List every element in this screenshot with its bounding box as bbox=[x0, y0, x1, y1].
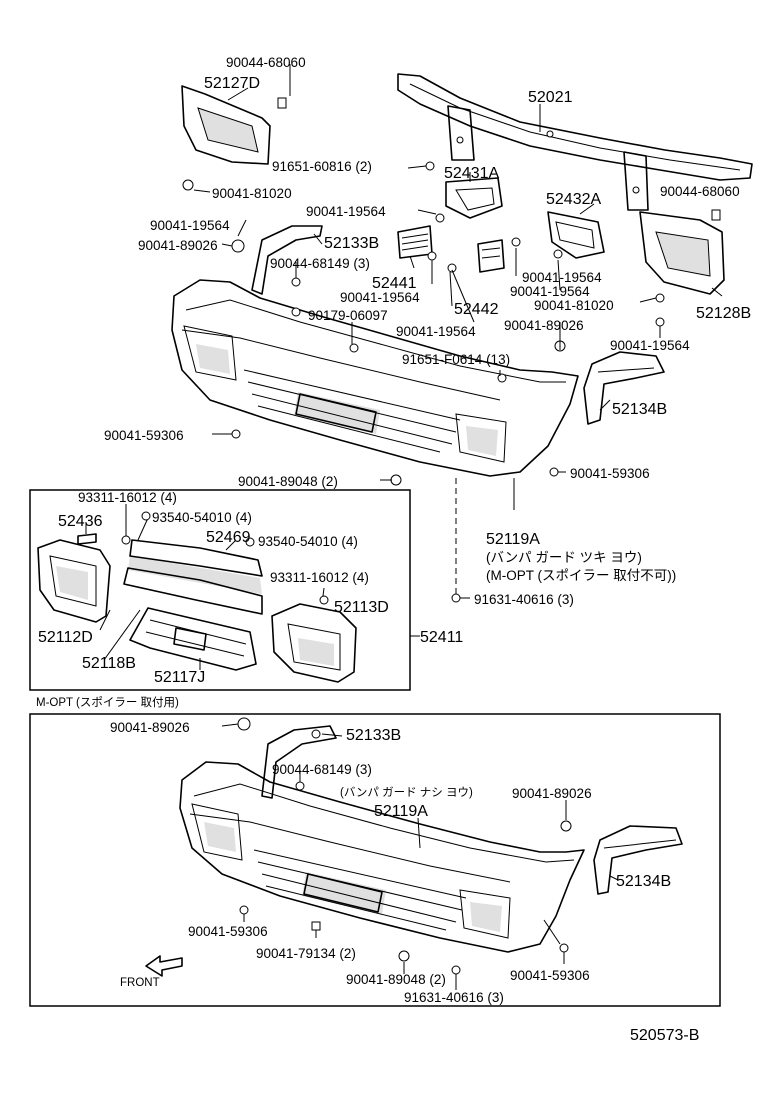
grille-parts bbox=[37, 533, 357, 683]
bracket-52134B-bottom bbox=[593, 825, 683, 895]
callout-90041-89048-top: 90041-89048 (2) bbox=[238, 474, 338, 489]
callout-91631-40616-bottom: 91631-40616 (3) bbox=[404, 990, 504, 1005]
section-mopt-title: M-OPT (スポイラー 取付用) bbox=[36, 696, 179, 709]
callout-90044-68149-top: 90044-68149 (3) bbox=[270, 256, 370, 271]
bracket-52133B-bottom bbox=[261, 725, 337, 799]
callout-90041-59306-d: 90041-59306 bbox=[510, 968, 590, 983]
fasteners-bottom bbox=[237, 717, 572, 975]
bracket-52133B-top bbox=[251, 225, 323, 295]
bracket-52431A bbox=[445, 177, 503, 219]
callout-93311-16012-a: 93311-16012 (4) bbox=[78, 490, 177, 505]
callout-52432A: 52432A bbox=[546, 191, 601, 208]
bracket-52441 bbox=[397, 225, 433, 259]
callout-90041-81020-right: 90041-81020 bbox=[534, 298, 614, 313]
callout-52442: 52442 bbox=[454, 301, 499, 318]
radiator-support-52021 bbox=[397, 73, 753, 211]
callout-52113D: 52113D bbox=[334, 599, 389, 616]
callout-52112D: 52112D bbox=[38, 629, 93, 646]
callout-90041-79134: 90041-79134 (2) bbox=[256, 946, 356, 961]
callout-91631-40616-top: 91631-40616 (3) bbox=[474, 592, 574, 607]
callout-90041-59306-c: 90041-59306 bbox=[188, 924, 268, 939]
callout-93311-16012-b: 93311-16012 (4) bbox=[270, 570, 369, 585]
callout-90041-19564-e: 90041-19564 bbox=[510, 284, 590, 299]
front-label: FRONT bbox=[120, 977, 160, 989]
housing-52127D bbox=[181, 85, 287, 165]
callout-52134B-bottom: 52134B bbox=[616, 873, 671, 890]
note-bumper-guard-without: (バンパ ガード ナシ ヨウ) bbox=[340, 786, 473, 799]
callout-90041-89026-a: 90041-89026 bbox=[138, 238, 218, 253]
leader-lines-bottom bbox=[221, 723, 619, 990]
callout-91651-60816: 91651-60816 (2) bbox=[272, 159, 372, 174]
leader-lines-top bbox=[193, 64, 723, 599]
callout-90044-68060-top: 90044-68060 bbox=[226, 55, 306, 70]
callout-90044-68149-bottom: 90044-68149 (3) bbox=[272, 762, 372, 777]
callout-90041-19564-b: 90041-19564 bbox=[306, 204, 386, 219]
front-arrow-icon bbox=[145, 955, 183, 977]
callout-90041-59306-a: 90041-59306 bbox=[104, 428, 184, 443]
callout-90041-59306-b: 90041-59306 bbox=[570, 466, 650, 481]
callout-52134B-top: 52134B bbox=[612, 401, 667, 418]
housing-52128B bbox=[639, 209, 725, 295]
callout-90041-19564-g: 90041-19564 bbox=[610, 338, 690, 353]
bracket-52442 bbox=[477, 239, 505, 273]
note-bumper-guard-with: (バンパ ガード ツキ ヨウ) bbox=[486, 550, 642, 565]
callout-52119A-bottom: 52119A bbox=[374, 803, 428, 820]
bumper-cover-52119A-top bbox=[171, 279, 579, 477]
callout-90041-89048-bottom: 90041-89048 (2) bbox=[346, 972, 446, 987]
mopt-section-box bbox=[29, 713, 721, 1007]
callout-52117J: 52117J bbox=[154, 669, 205, 686]
fasteners-top bbox=[182, 161, 665, 603]
callout-90041-19564-f: 90041-19564 bbox=[396, 324, 476, 339]
callout-90041-89026-d: 90041-89026 bbox=[512, 786, 592, 801]
callout-90041-89026-b: 90041-89026 bbox=[504, 318, 584, 333]
callout-52127D: 52127D bbox=[204, 75, 260, 92]
callout-52441: 52441 bbox=[372, 275, 417, 292]
note-mopt-no-spoiler: (M-OPT (スポイラー 取付不可)) bbox=[486, 568, 676, 583]
callout-52119A-top: 52119A bbox=[486, 531, 540, 548]
bracket-52432A bbox=[547, 211, 605, 259]
callout-52436: 52436 bbox=[58, 513, 103, 530]
callout-90041-19564-a: 90041-19564 bbox=[150, 218, 230, 233]
callout-90041-19564-d: 90041-19564 bbox=[340, 290, 420, 305]
callout-90179-06097: 90179-06097 bbox=[308, 308, 388, 323]
callout-52411: 52411 bbox=[420, 629, 463, 646]
callout-91651-F0614: 91651-F0614 (13) bbox=[402, 352, 510, 367]
callout-52118B: 52118B bbox=[82, 655, 136, 672]
callout-90044-68060-right: 90044-68060 bbox=[660, 184, 740, 199]
callout-52128B: 52128B bbox=[696, 305, 751, 322]
grille-subassembly-box bbox=[29, 489, 411, 691]
callout-93540-54010-a: 93540-54010 (4) bbox=[152, 510, 252, 525]
callout-90041-81020-left: 90041-81020 bbox=[212, 186, 292, 201]
callout-52133B-bottom: 52133B bbox=[346, 727, 401, 744]
callout-90041-19564-c: 90041-19564 bbox=[522, 270, 602, 285]
callout-93540-54010-b: 93540-54010 (4) bbox=[258, 534, 358, 549]
bumper-cover-52119A-bottom bbox=[179, 761, 585, 953]
diagram-id: 520573-B bbox=[630, 1027, 699, 1044]
callout-52021: 52021 bbox=[528, 89, 573, 106]
callout-52469: 52469 bbox=[206, 529, 251, 546]
callout-90041-89026-c: 90041-89026 bbox=[110, 720, 190, 735]
callout-52133B-top: 52133B bbox=[324, 235, 379, 252]
bracket-52134B-top bbox=[583, 351, 665, 425]
callout-52431A: 52431A bbox=[444, 165, 499, 182]
